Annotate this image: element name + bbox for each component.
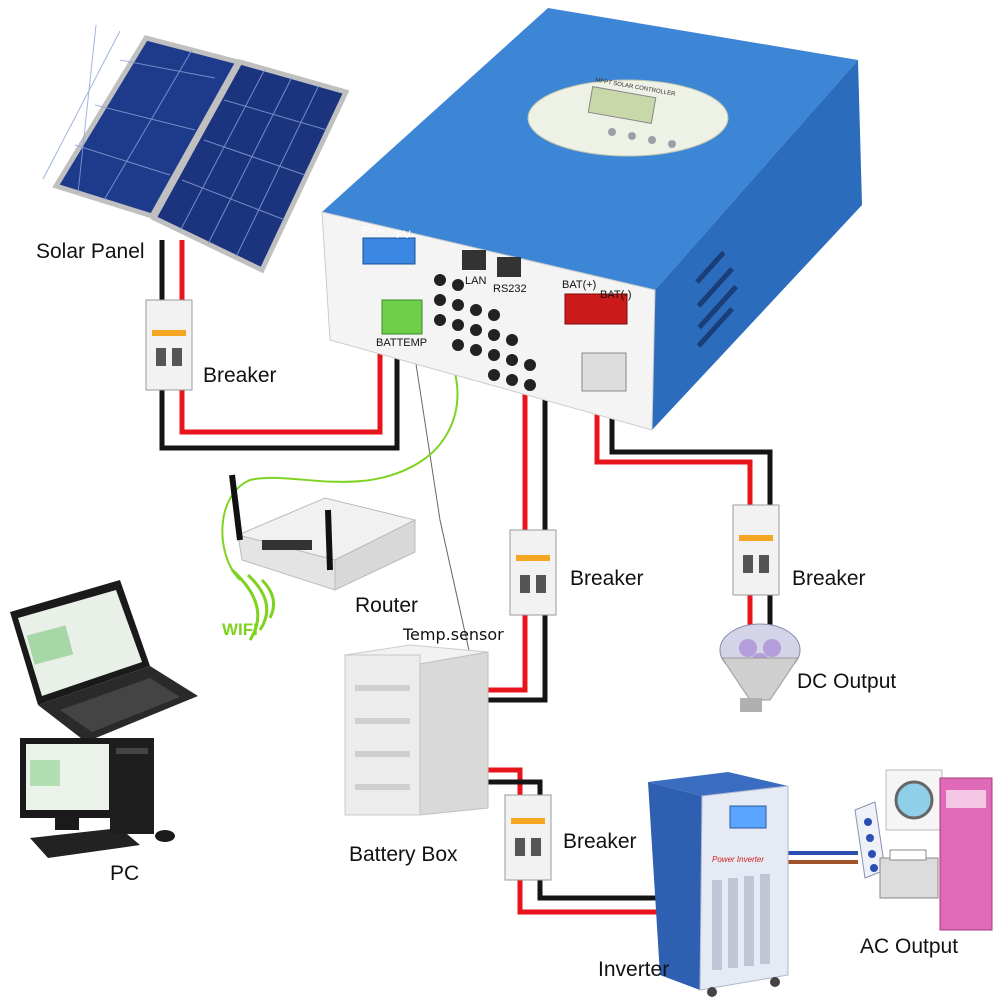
wire-batbox-black [488,615,548,703]
wire-bat2-black [488,779,543,795]
port-label-pv-plus: PV+ [362,225,383,237]
breaker-battery [509,529,557,616]
port-label-lan: LAN [465,275,486,287]
label-temp-sensor: Temp.sensor [403,625,504,644]
port-label-bat-minus: BAT(-) [600,289,632,301]
wire-batbox-red [488,615,528,693]
label-battery-box: Battery Box [349,843,458,866]
controller-front [321,211,656,431]
label-router: Router [355,594,419,617]
label-inverter: Inverter [598,958,670,981]
mppt-controller [321,8,862,431]
pv-terminal-block [362,237,416,265]
solar-panel-right [150,59,350,274]
wire-temp-sensor [407,311,471,656]
lan-port [462,250,486,270]
inverter-brand-label: Power Inverter [712,855,764,864]
wire-inv-black [537,880,660,901]
battery-box [344,644,489,816]
breaker-inverter [504,794,552,881]
rs232-port [497,257,521,277]
wifi-signal-icon [230,568,276,641]
label-breaker-battery: Breaker [570,567,644,590]
wire-bat2-red [488,767,523,795]
port-label-bat-plus: BAT(+) [562,279,596,291]
solar-panel [42,24,350,274]
port-label-battemp: BATTEMP [376,337,427,349]
bat-terminal-block [564,293,628,325]
wire-inv-red [517,880,660,915]
controller-front-vents [434,274,536,391]
wire-wifi-green [221,319,459,581]
label-breaker-inverter: Breaker [563,830,637,853]
router [229,474,417,591]
label-breaker-solar: Breaker [203,364,277,387]
load-terminal-block [581,352,627,392]
label-pc: PC [110,862,140,885]
breaker-solar [145,299,193,391]
label-dc-output: DC Output [797,670,897,693]
inverter [648,772,789,997]
laptop [10,580,198,742]
controller-side-vents [695,250,738,348]
battemp-terminal [381,299,423,335]
controller-lcd [587,86,657,124]
wire-load-red [594,388,753,505]
breaker-dc-output [732,504,780,596]
power-strip [854,801,886,879]
washing-machine [885,769,943,831]
port-label-rs232: RS232 [493,283,527,295]
label-breaker-dc: Breaker [792,567,866,590]
desktop-pc [20,738,175,858]
label-ac-output: AC Output [860,935,959,958]
printer [879,849,939,899]
label-wifi: WIFI [222,620,258,639]
dc-bulb [719,623,801,712]
air-conditioner [939,777,993,931]
label-solar-panel: Solar Panel [36,240,145,263]
port-label-pv-minus: PV- [396,229,414,241]
wire-load-black [609,388,773,505]
